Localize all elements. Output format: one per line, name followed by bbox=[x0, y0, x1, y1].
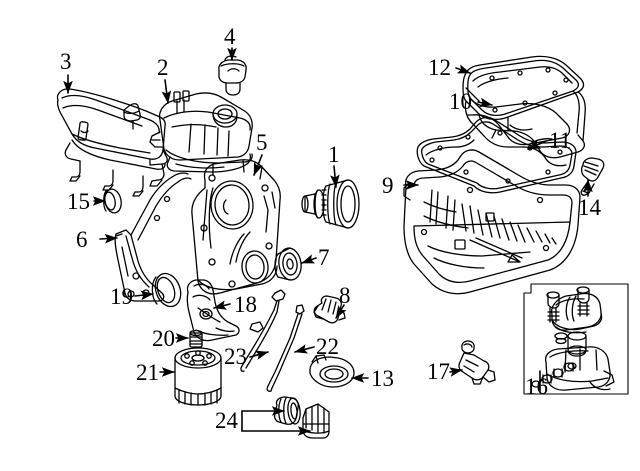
part-oil-level-dipstick bbox=[240, 289, 286, 372]
leader-7 bbox=[301, 254, 317, 264]
callout-label-8[interactable]: 8 bbox=[339, 283, 351, 308]
callout-label-14[interactable]: 14 bbox=[578, 195, 601, 220]
part-oil-pressure-sensor-fitting bbox=[458, 340, 496, 385]
leader-22 bbox=[294, 344, 315, 354]
part-oil-pan-drain-plug bbox=[580, 157, 605, 196]
callout-label-7[interactable]: 7 bbox=[318, 245, 330, 270]
callout-label-23[interactable]: 23 bbox=[224, 344, 247, 369]
callout-label-6[interactable]: 6 bbox=[76, 227, 88, 252]
callout-label-24[interactable]: 24 bbox=[215, 408, 238, 433]
leader-17 bbox=[449, 367, 463, 377]
leader-2 bbox=[161, 79, 172, 104]
part-timing-chain-front-cover bbox=[191, 159, 281, 295]
callout-label-16[interactable]: 16 bbox=[525, 374, 548, 399]
part-crankshaft-pulley-damper bbox=[301, 179, 360, 229]
callout-label-20[interactable]: 20 bbox=[152, 326, 175, 351]
callout-label-13[interactable]: 13 bbox=[371, 366, 394, 391]
callout-label-22[interactable]: 22 bbox=[316, 334, 339, 359]
callout-label-11[interactable]: 11 bbox=[549, 128, 572, 153]
part-oil-pump-assembly-group bbox=[523, 283, 629, 395]
part-oil-pan-drain-seal-fitting bbox=[309, 354, 355, 388]
leader-5 bbox=[253, 154, 263, 176]
leader-19 bbox=[134, 290, 154, 301]
leader-23 bbox=[249, 350, 269, 360]
callout-label-15[interactable]: 15 bbox=[67, 189, 90, 214]
part-crankshaft-front-seal bbox=[151, 272, 182, 308]
leader-6 bbox=[99, 233, 118, 244]
part-oil-filter-adapter-nipple bbox=[189, 329, 203, 348]
part-oil-pan-gasket-upper bbox=[416, 116, 577, 194]
callout-label-21[interactable]: 21 bbox=[136, 360, 159, 385]
callout-label-18[interactable]: 18 bbox=[234, 292, 257, 317]
leader-11 bbox=[527, 139, 547, 150]
callout-label-3[interactable]: 3 bbox=[60, 49, 72, 74]
callout-label-12[interactable]: 12 bbox=[428, 55, 451, 80]
part-oil-filler-cap bbox=[218, 55, 247, 96]
part-crankshaft-sprocket bbox=[274, 247, 302, 281]
part-oil-pan-upper bbox=[403, 149, 581, 295]
part-valve-cover-left bbox=[56, 88, 168, 197]
leader-10 bbox=[477, 97, 493, 108]
part-oil-pan-gasket-lower bbox=[462, 55, 585, 121]
callout-label-19[interactable]: 19 bbox=[110, 284, 133, 309]
leader-12 bbox=[455, 64, 471, 74]
part-oil-dipstick-tube bbox=[266, 304, 305, 392]
callout-leaders bbox=[63, 47, 593, 436]
part-valve-cover-right bbox=[149, 90, 253, 173]
part-crankshaft-position-sensor-group bbox=[273, 396, 330, 439]
callout-label-1[interactable]: 1 bbox=[328, 142, 340, 167]
callout-label-9[interactable]: 9 bbox=[382, 173, 394, 198]
callout-label-10[interactable]: 10 bbox=[449, 89, 472, 114]
leader-8 bbox=[335, 304, 347, 319]
leader-18 bbox=[213, 300, 231, 310]
callout-label-4[interactable]: 4 bbox=[224, 24, 236, 49]
callout-label-17[interactable]: 17 bbox=[427, 359, 450, 384]
leader-1 bbox=[330, 165, 340, 188]
callout-label-5[interactable]: 5 bbox=[256, 130, 268, 155]
callout-label-2[interactable]: 2 bbox=[157, 55, 169, 80]
part-oil-filter bbox=[174, 347, 222, 406]
